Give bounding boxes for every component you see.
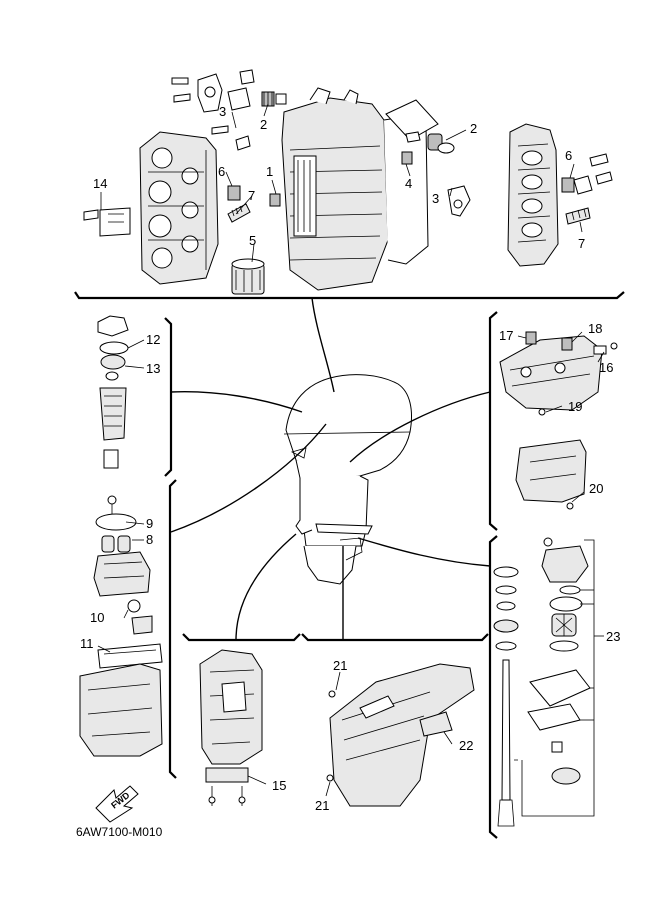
bolts-group-upper	[83, 69, 613, 221]
callout-12: 12	[146, 332, 160, 347]
callout-7-left: 7	[248, 188, 255, 203]
water-pump-section	[493, 537, 604, 827]
bracket-oil-pan	[488, 311, 498, 531]
sensor-icon	[401, 151, 413, 165]
fuel-pump-section	[79, 495, 163, 757]
callout-23: 23	[606, 629, 620, 644]
callout-2-right: 2	[470, 121, 477, 136]
callout-21-top: 21	[333, 658, 347, 673]
relay-icon	[269, 193, 281, 207]
gasket-plate-icon	[385, 99, 439, 141]
swivel-bracket-section	[199, 649, 267, 806]
section-brackets	[74, 291, 625, 839]
bracket-swivel	[182, 633, 301, 642]
callout-8: 8	[146, 532, 153, 547]
callout-11: 11	[80, 636, 94, 651]
oil-pan-section	[499, 331, 618, 510]
callout-16: 16	[599, 360, 613, 375]
thermostat-housing-icon	[197, 73, 223, 113]
drawing-code: 6AW7100-M010	[76, 825, 163, 839]
callout-3-left: 3	[219, 104, 226, 119]
outboard-motor-outline	[283, 374, 412, 585]
callout-13: 13	[146, 361, 160, 376]
callout-7-right: 7	[578, 236, 585, 251]
spark-plug-icon	[227, 203, 591, 225]
lower-case-section	[325, 663, 475, 807]
temperature-sensor-icon	[227, 175, 593, 201]
callout-18: 18	[588, 321, 602, 336]
callout-10: 10	[90, 610, 104, 625]
bracket-lower-case	[301, 633, 489, 642]
callout-20: 20	[589, 481, 603, 496]
callout-5: 5	[249, 233, 256, 248]
callout-3-right: 3	[432, 191, 439, 206]
callout-1: 1	[266, 164, 273, 179]
bracket-top-engine	[74, 291, 625, 300]
cover-plate-icons	[227, 87, 471, 217]
callout-14: 14	[93, 176, 107, 191]
cylinder-block	[281, 87, 429, 291]
callout-4: 4	[405, 176, 412, 191]
callout-22: 22	[459, 738, 473, 753]
bracket-fuel-filter	[164, 317, 173, 477]
thermostat-icon	[261, 91, 455, 154]
bracket-water-pump	[488, 535, 498, 839]
callout-numbers: 1 2 2 3 3 4 5 6 6 7 7 8 9 10 11 12 13 14…	[80, 104, 620, 813]
callout-17: 17	[499, 328, 513, 343]
callout-9: 9	[146, 516, 153, 531]
cylinder-head-left	[139, 131, 219, 285]
callout-6-right: 6	[565, 148, 572, 163]
callout-2-left: 2	[260, 117, 267, 132]
mounting-bracket-icon	[99, 207, 131, 237]
fuel-filter-section	[97, 315, 145, 469]
cylinder-head-right	[507, 123, 559, 267]
bracket-fuel-pump	[168, 479, 177, 779]
callout-21-bottom: 21	[315, 798, 329, 813]
callout-15: 15	[272, 778, 286, 793]
oil-filter-icon	[231, 258, 265, 295]
callout-6-left: 6	[218, 164, 225, 179]
callout-19: 19	[568, 399, 582, 414]
leader-lines	[170, 297, 491, 641]
engine-block-section	[83, 69, 613, 295]
fwd-arrow-icon: FWD	[95, 785, 139, 823]
